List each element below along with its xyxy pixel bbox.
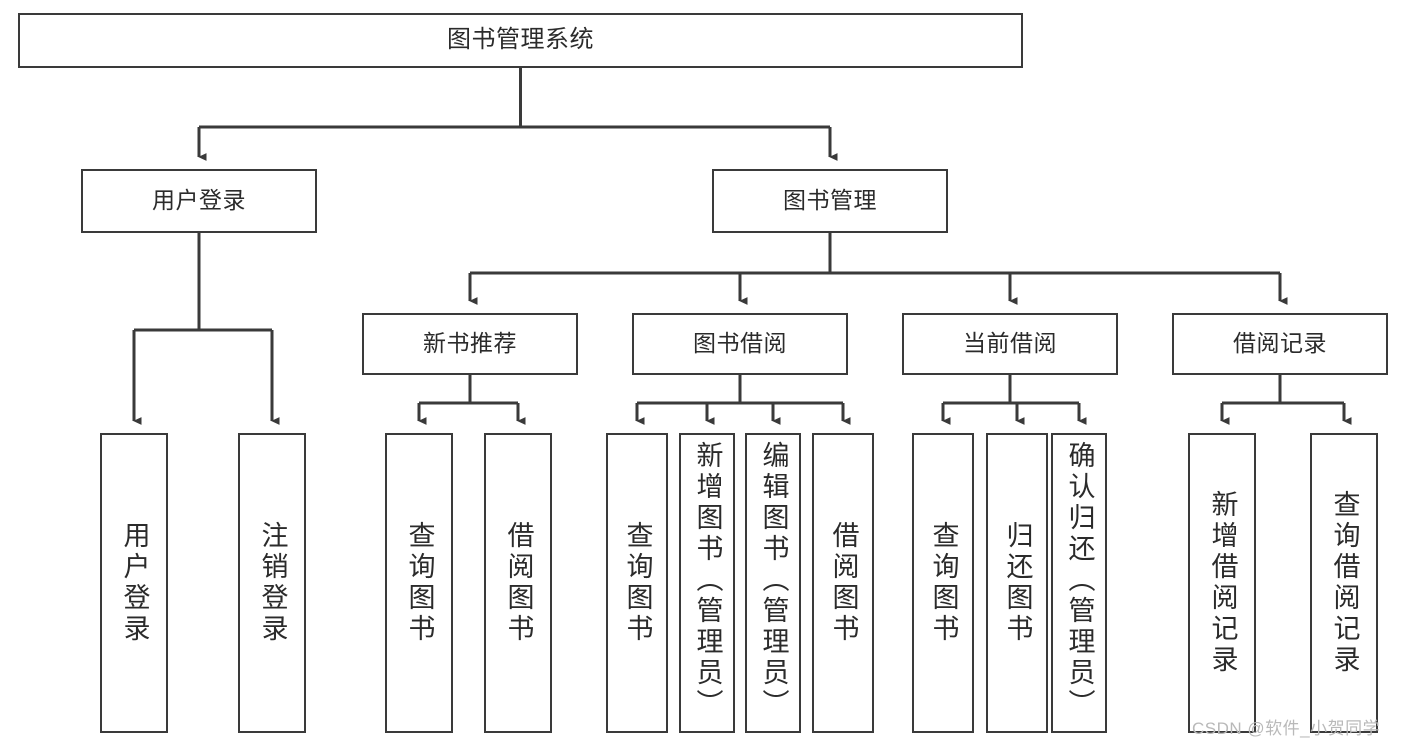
node-current-borrow-label: 当前借阅 bbox=[963, 330, 1057, 357]
node-leaf-return-book[interactable]: 归还图书 bbox=[986, 433, 1048, 733]
node-leaf-borrow-book-label: 借阅图书 bbox=[828, 521, 859, 645]
node-leaf-user-login-label: 用户登录 bbox=[119, 521, 150, 645]
node-leaf-borrow-book-recommend-label: 借阅图书 bbox=[503, 521, 534, 645]
node-leaf-edit-book-admin-label: 编辑图书（管理员） bbox=[758, 441, 789, 720]
node-root[interactable]: 图书管理系统 bbox=[18, 13, 1023, 68]
node-borrow-records-label: 借阅记录 bbox=[1233, 330, 1327, 357]
watermark-text: CSDN @软件_小贺同学 bbox=[1192, 719, 1381, 738]
node-leaf-add-book-admin[interactable]: 新增图书（管理员） bbox=[679, 433, 735, 733]
node-leaf-edit-book-admin[interactable]: 编辑图书（管理员） bbox=[745, 433, 801, 733]
node-leaf-query-borrow-record[interactable]: 查询借阅记录 bbox=[1310, 433, 1378, 733]
node-new-book-recommend-label: 新书推荐 bbox=[423, 330, 517, 357]
node-leaf-add-borrow-record[interactable]: 新增借阅记录 bbox=[1188, 433, 1256, 733]
node-leaf-confirm-return-admin-label: 确认归还（管理员） bbox=[1064, 441, 1095, 720]
node-borrow-records[interactable]: 借阅记录 bbox=[1172, 313, 1388, 375]
node-root-label: 图书管理系统 bbox=[447, 26, 594, 54]
node-new-book-recommend[interactable]: 新书推荐 bbox=[362, 313, 578, 375]
node-book-borrow[interactable]: 图书借阅 bbox=[632, 313, 848, 375]
node-leaf-query-book-current-label: 查询图书 bbox=[928, 521, 959, 645]
node-leaf-add-book-admin-label: 新增图书（管理员） bbox=[692, 441, 723, 720]
node-leaf-logout-label: 注销登录 bbox=[257, 521, 288, 645]
node-book-borrow-label: 图书借阅 bbox=[693, 330, 787, 357]
node-leaf-query-book-recommend-label: 查询图书 bbox=[404, 521, 435, 645]
node-current-borrow[interactable]: 当前借阅 bbox=[902, 313, 1118, 375]
node-leaf-user-login[interactable]: 用户登录 bbox=[100, 433, 168, 733]
node-user-login-label: 用户登录 bbox=[152, 187, 246, 214]
node-leaf-query-book-recommend[interactable]: 查询图书 bbox=[385, 433, 453, 733]
node-leaf-borrow-book[interactable]: 借阅图书 bbox=[812, 433, 874, 733]
node-leaf-confirm-return-admin[interactable]: 确认归还（管理员） bbox=[1051, 433, 1107, 733]
node-book-management-label: 图书管理 bbox=[783, 187, 877, 214]
node-leaf-borrow-book-recommend[interactable]: 借阅图书 bbox=[484, 433, 552, 733]
node-leaf-query-book-current[interactable]: 查询图书 bbox=[912, 433, 974, 733]
node-book-management[interactable]: 图书管理 bbox=[712, 169, 948, 233]
node-leaf-query-book-borrow[interactable]: 查询图书 bbox=[606, 433, 668, 733]
node-leaf-query-book-borrow-label: 查询图书 bbox=[622, 521, 653, 645]
node-user-login[interactable]: 用户登录 bbox=[81, 169, 317, 233]
node-leaf-add-borrow-record-label: 新增借阅记录 bbox=[1207, 490, 1238, 676]
node-leaf-logout[interactable]: 注销登录 bbox=[238, 433, 306, 733]
node-leaf-query-borrow-record-label: 查询借阅记录 bbox=[1329, 490, 1360, 676]
node-leaf-return-book-label: 归还图书 bbox=[1002, 521, 1033, 645]
